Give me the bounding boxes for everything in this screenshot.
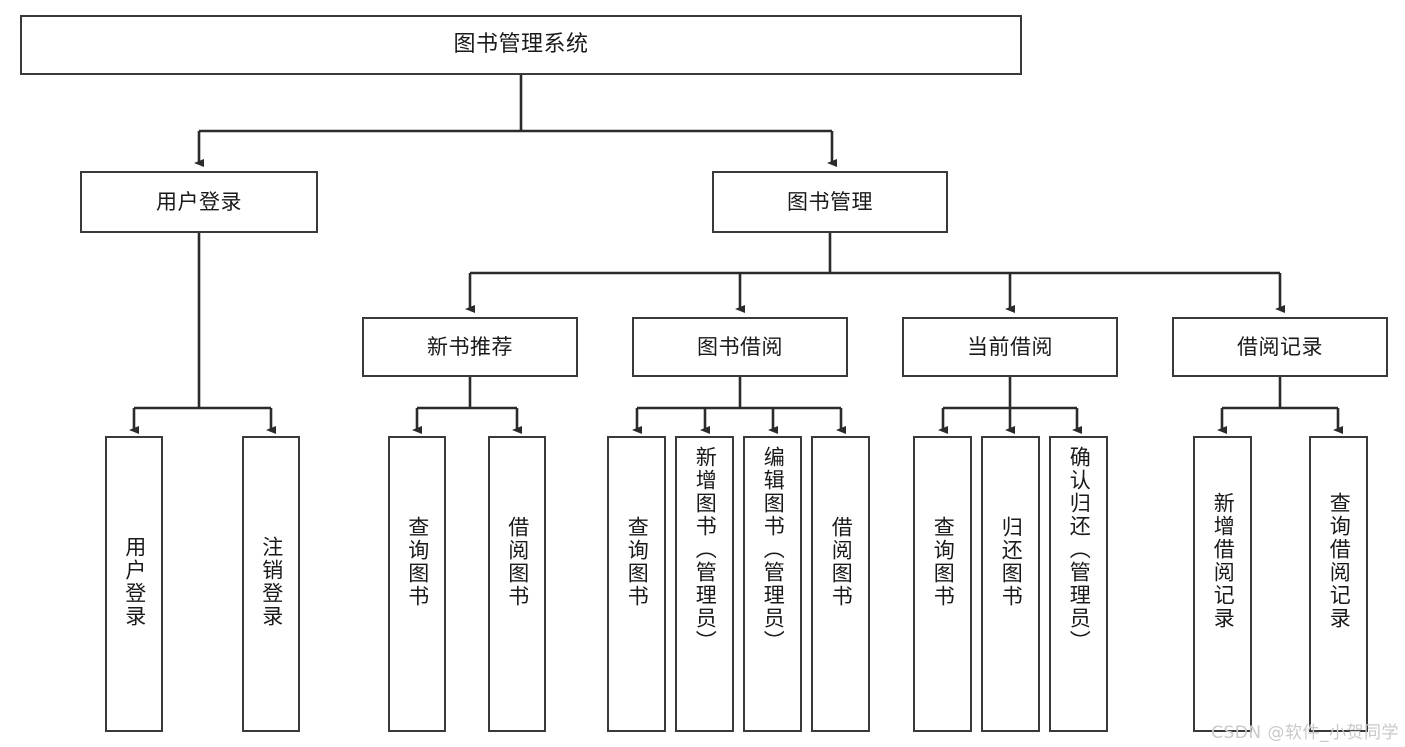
node-new-book-recommend-label: 新书推荐 [427, 334, 513, 359]
leaf-borrow-record-add-label: 新增借阅记录 [1211, 492, 1236, 630]
leaf-book-borrow-add-label: 新增图书（管理员） [693, 446, 718, 653]
leaf-current-borrow-confirm[interactable]: 确认归还（管理员） [1049, 436, 1108, 732]
node-book-management-label: 图书管理 [787, 189, 873, 214]
leaf-new-book-borrow[interactable]: 借阅图书 [488, 436, 546, 732]
leaf-current-borrow-query-label: 查询图书 [931, 516, 956, 608]
leaf-new-book-query-label: 查询图书 [405, 516, 430, 608]
leaf-user-login-login-label: 用户登录 [122, 536, 147, 628]
node-book-borrow-label: 图书借阅 [697, 334, 783, 359]
leaf-new-book-query[interactable]: 查询图书 [388, 436, 446, 732]
node-user-login[interactable]: 用户登录 [80, 171, 318, 233]
leaf-current-borrow-confirm-label: 确认归还（管理员） [1067, 446, 1092, 653]
leaf-book-borrow-query-label: 查询图书 [625, 516, 650, 608]
leaf-borrow-record-query-label: 查询借阅记录 [1327, 492, 1352, 630]
node-root[interactable]: 图书管理系统 [20, 15, 1022, 75]
leaf-user-login-logout-label: 注销登录 [259, 536, 284, 628]
leaf-book-borrow-query[interactable]: 查询图书 [607, 436, 666, 732]
node-book-management[interactable]: 图书管理 [712, 171, 948, 233]
leaf-book-borrow-edit[interactable]: 编辑图书（管理员） [743, 436, 802, 732]
node-book-borrow[interactable]: 图书借阅 [632, 317, 848, 377]
watermark: CSDN @软件_小贺同学 [1211, 723, 1399, 743]
leaf-new-book-borrow-label: 借阅图书 [505, 516, 530, 608]
leaf-book-borrow-borrow[interactable]: 借阅图书 [811, 436, 870, 732]
leaf-current-borrow-query[interactable]: 查询图书 [913, 436, 972, 732]
node-current-borrow-label: 当前借阅 [967, 334, 1053, 359]
leaf-user-login-logout[interactable]: 注销登录 [242, 436, 300, 732]
node-borrow-record[interactable]: 借阅记录 [1172, 317, 1388, 377]
leaf-current-borrow-return[interactable]: 归还图书 [981, 436, 1040, 732]
leaf-book-borrow-edit-label: 编辑图书（管理员） [761, 446, 786, 653]
leaf-book-borrow-borrow-label: 借阅图书 [829, 516, 854, 608]
leaf-current-borrow-return-label: 归还图书 [999, 516, 1024, 608]
node-borrow-record-label: 借阅记录 [1237, 334, 1323, 359]
node-user-login-label: 用户登录 [156, 189, 242, 214]
node-new-book-recommend[interactable]: 新书推荐 [362, 317, 578, 377]
node-current-borrow[interactable]: 当前借阅 [902, 317, 1118, 377]
leaf-book-borrow-add[interactable]: 新增图书（管理员） [675, 436, 734, 732]
leaf-borrow-record-query[interactable]: 查询借阅记录 [1309, 436, 1368, 732]
leaf-borrow-record-add[interactable]: 新增借阅记录 [1193, 436, 1252, 732]
leaf-user-login-login[interactable]: 用户登录 [105, 436, 163, 732]
node-root-label: 图书管理系统 [453, 32, 589, 58]
